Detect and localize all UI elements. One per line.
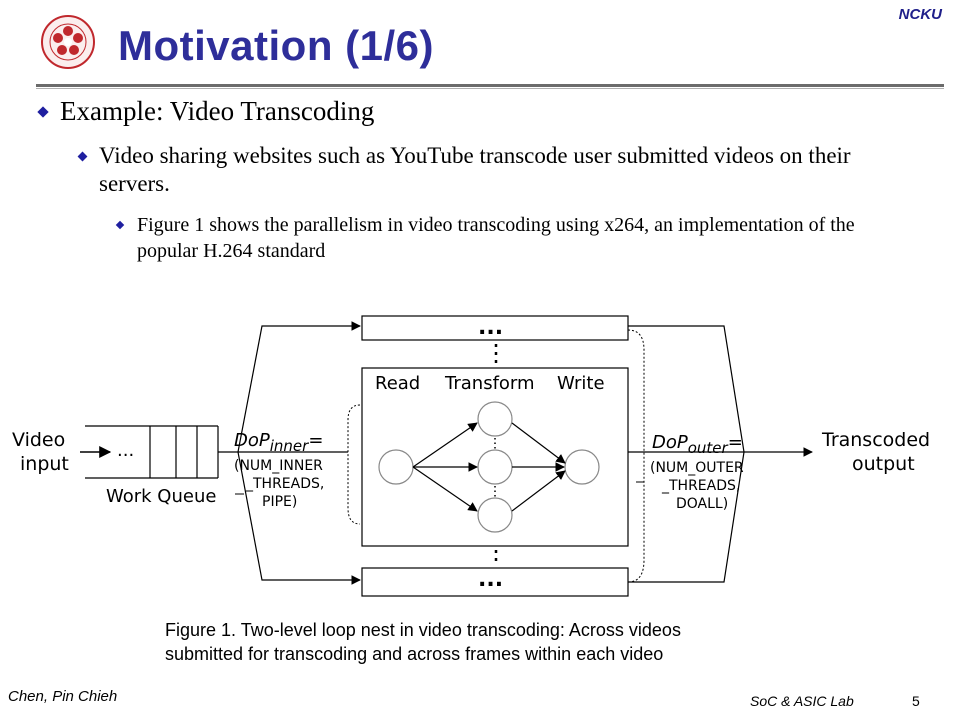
- pipeline-edge: [412, 466, 478, 512]
- work-queue-label: Work Queue: [106, 486, 216, 507]
- write-node: [564, 449, 600, 485]
- bullet-level-2: Video sharing websites such as YouTube t…: [77, 142, 900, 198]
- bullet-level-3: Figure 1 shows the parallelism in video …: [115, 212, 898, 264]
- transform-node: [477, 401, 513, 437]
- dop-outer-detail: (NUM_OUTER: [650, 460, 744, 476]
- transform-node: [477, 449, 513, 485]
- fan-in-bottom: [628, 451, 745, 583]
- page-title: Motivation (1/6): [118, 22, 435, 69]
- fan-out-top: [218, 321, 361, 453]
- dop-inner-detail: PIPE): [262, 494, 297, 510]
- outer-bracket: [627, 329, 645, 583]
- transform-node: [477, 497, 513, 533]
- bottom-box-dots: ...: [478, 567, 503, 592]
- dop-inner-label: DoPinner=: [234, 430, 323, 455]
- stage-transform-label: Transform: [444, 373, 535, 394]
- top-box-dots: ...: [478, 315, 503, 340]
- stage-read-label: Read: [375, 373, 420, 394]
- queue-dots: ...: [117, 440, 134, 461]
- pipeline-edge: [511, 422, 566, 464]
- inner-bracket: [347, 404, 361, 525]
- video-input-label: Video: [12, 429, 65, 451]
- outer-iteration-top-box: [361, 315, 629, 341]
- transcoded-output-label: Transcoded: [821, 429, 930, 451]
- org-name: NCKU: [898, 6, 942, 23]
- figure-caption: Figure 1. Two-level loop nest in video t…: [165, 618, 865, 666]
- stage-write-label: Write: [557, 373, 605, 394]
- page-number: 5: [912, 693, 920, 709]
- pipeline-edge: [511, 470, 566, 512]
- footer-lab: SoC & ASIC Lab: [750, 693, 854, 709]
- dop-outer-detail: DOALL): [676, 496, 728, 512]
- outer-iteration-bottom-box: [361, 567, 629, 597]
- pipeline-edge: [412, 422, 478, 468]
- fan-out-bottom: [237, 451, 361, 585]
- dop-outer-detail: _THREADS,: [661, 478, 740, 494]
- dop-inner-detail: _THREADS,: [245, 476, 324, 492]
- bullet-level-1: Example: Video Transcoding: [37, 96, 375, 127]
- title-divider-light: [36, 88, 944, 89]
- dop-inner-detail: (NUM_INNER: [234, 458, 323, 474]
- fan-in-top: [628, 325, 745, 453]
- footer-author: Chen, Pin Chieh: [8, 688, 118, 705]
- dop-outer-label: DoPouter=: [652, 432, 743, 457]
- transcoded-output-label-line2: output: [852, 453, 915, 475]
- video-input-label-line2: input: [20, 453, 69, 475]
- transcoding-diagram: Video input ... Work Queue DoPinner= (NU…: [12, 315, 930, 597]
- bullet-text: Example: Video Transcoding: [60, 96, 375, 126]
- bullet-text: Video sharing websites such as YouTube t…: [99, 143, 851, 196]
- caption-line: Figure 1. Two-level loop nest in video t…: [165, 620, 681, 640]
- caption-line: submitted for transcoding and across fra…: [165, 644, 664, 664]
- title-divider: [36, 84, 944, 87]
- bullet-text: Figure 1 shows the parallelism in video …: [137, 214, 855, 262]
- read-node: [378, 449, 414, 485]
- university-seal-logo: [41, 15, 95, 69]
